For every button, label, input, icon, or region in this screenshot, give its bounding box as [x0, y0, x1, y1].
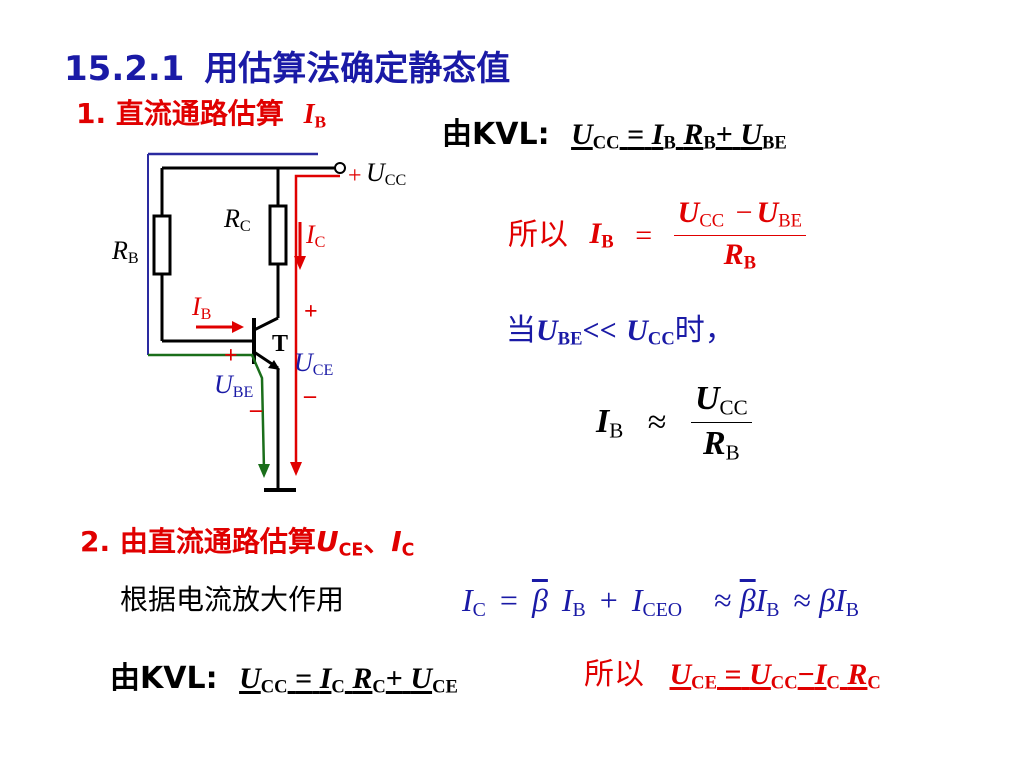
uce-minus: – [304, 383, 316, 409]
kvl-equation-2: 由KVL: UCC = IC RC+ UCE [110, 661, 458, 698]
uce-plus: + [304, 299, 318, 325]
emitter-arrow [268, 360, 280, 370]
section2-heading: 2. 由直流通路估算UCE、IC [80, 525, 415, 561]
amplify-text: 根据电流放大作用 [120, 583, 345, 616]
uce-result: 所以 UCE = UCC−IC RC [584, 657, 881, 694]
base-loop [148, 353, 266, 471]
ube-label: UBE [214, 370, 254, 402]
vcc-label: UCC [366, 158, 407, 190]
vcc-terminal [334, 162, 346, 174]
kvl-equation-1: 由KVL: UCC = IB RB+ UBE [442, 117, 787, 154]
uce-label: UCE [294, 348, 334, 380]
page-title: 15.2.1 用估算法确定静态值 [64, 52, 510, 86]
ib-approx-formula: IB ≈ UCC RB [596, 382, 752, 464]
ib-label: IB [192, 292, 212, 324]
ic-beta-equation: IC = β IB + ICEO ≈ βIB ≈ βIB [462, 582, 859, 621]
ic-label: IC [306, 220, 326, 252]
transistor-label: T [272, 331, 289, 357]
rb-resistor [152, 214, 172, 276]
condition-text: 当UBE<< UCC时， [506, 313, 735, 350]
rb-label: RB [112, 236, 139, 268]
section1-heading: 1. 直流通路估算 IB [76, 97, 327, 132]
ib-fraction: UCC −UBE RB [673, 198, 806, 273]
ube-plus: + [224, 343, 238, 369]
vcc-plus-label: + [348, 163, 362, 189]
collector-loop [294, 174, 340, 470]
rc-label: RC [224, 204, 251, 236]
ube-minus: – [250, 397, 262, 423]
title-number: 15.2.1 [64, 49, 185, 89]
ib-formula: 所以 IB = UCC −UBE RB [508, 198, 806, 273]
rc-resistor [268, 204, 288, 266]
title-text: 用估算法确定静态值 [204, 49, 511, 89]
